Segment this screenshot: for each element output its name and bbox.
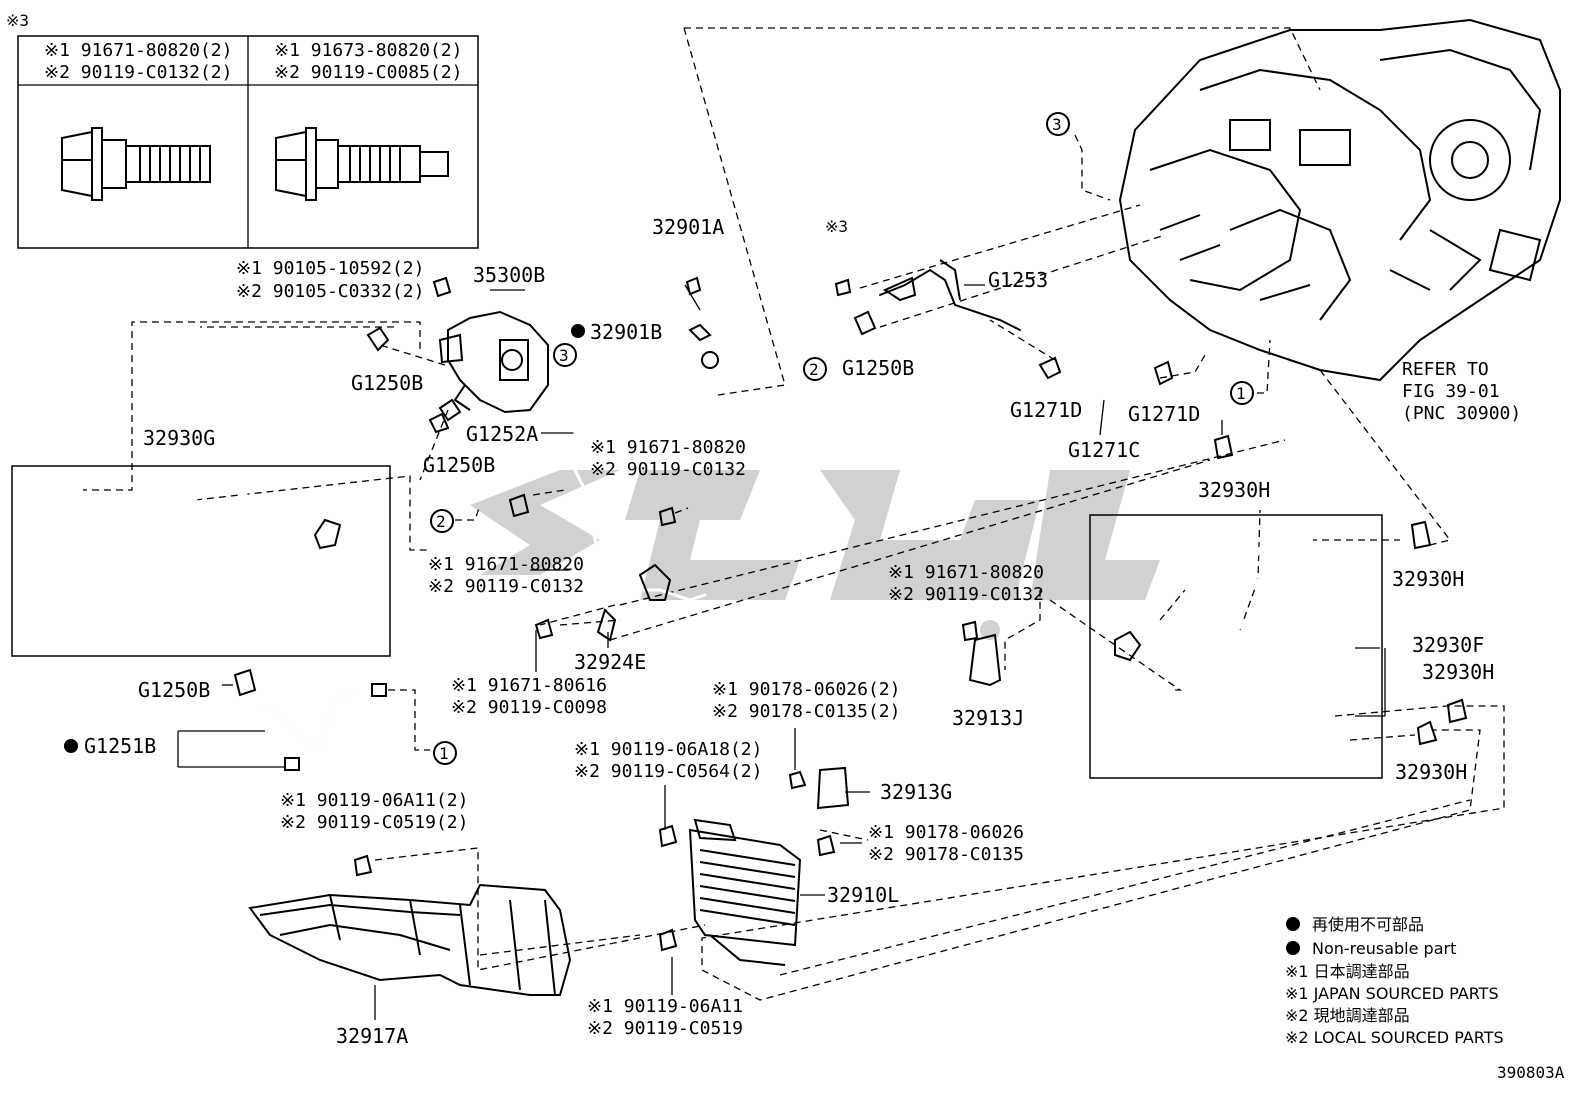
label-bolt-35300-2: ※2 90105-C0332(2) [236,281,424,302]
label-g1250b: G1250B [138,678,210,702]
label-bolt-1: ※1 90119-06A18(2) [574,739,762,760]
label-bolt-1: ※1 91671-80616 [451,675,607,696]
label-bolt-2: ※2 90119-C0564(2) [574,761,762,782]
air-duct-32917a [248,883,572,996]
circle-ref-3: 3 [553,343,577,367]
legend-local-en: ※2 LOCAL SOURCED PARTS [1285,1028,1504,1047]
circle-ref-3: 3 [1046,112,1070,136]
label-32917a: 32917A [336,1024,408,1048]
svg-text:3: 3 [1052,115,1062,134]
label-32930h: 32930H [1198,478,1270,502]
hose-set-32930g [11,465,391,657]
label-bolt-2: ※2 90119-C0132 [590,459,746,480]
svg-text:2: 2 [436,512,446,531]
small-parts [353,276,1468,952]
non-reusable-markers [64,324,1300,955]
circle-ref-2: 2 [803,357,827,381]
label-bolt-2: ※2 90119-C0519 [587,1018,743,1039]
pipe-g1253 [879,259,1174,389]
svg-text:1: 1 [439,744,449,763]
fastener-table: ※1 91671-80820(2) ※2 90119-C0132(2) ※1 9… [17,35,479,249]
label-g1271d: G1271D [1010,398,1082,422]
label-32924e: 32924E [574,650,646,674]
pipe-g1251b [233,668,387,771]
legend-nonreusable-en: Non-reusable part [1312,939,1456,958]
label-nut-2: ※2 90178-C0135 [868,844,1024,865]
label-nut-1: ※1 90178-06026(2) [712,679,900,700]
label-g1250b: G1250B [423,453,495,477]
diagram-code: 390803A [1497,1063,1565,1082]
table-col2-line2: ※2 90119-C0085(2) [274,62,462,83]
label-bolt-1: ※1 91671-80820 [888,562,1044,583]
label-bolt-35300-1: ※1 90105-10592(2) [236,258,424,279]
label-35300b: 35300B [473,263,545,287]
circle-ref-2: 2 [430,509,454,533]
transmission-assembly [1118,18,1561,382]
label-bolt-2: ※2 90119-C0519(2) [280,812,468,833]
pipe-g1252a [573,351,719,642]
table-col1-line2: ※2 90119-C0132(2) [44,62,232,83]
label-refer-3: (PNC 30900) [1402,403,1521,424]
label-bolt-2: ※2 90119-C0098 [451,697,607,718]
watermark-logo [470,470,1160,640]
hose-set-32930f [1089,514,1383,779]
note-symbol: ※3 [6,11,29,30]
label-bolt-1: ※1 91671-80820 [428,554,584,575]
circle-ref-1: 1 [1230,381,1254,405]
table-col1-line1: ※1 91671-80820(2) [44,40,232,61]
legend-local-jp: ※2 現地調達部品 [1285,1006,1410,1025]
label-g1271d: G1271D [1128,402,1200,426]
label-bolt-1: ※1 90119-06A11(2) [280,790,468,811]
label-32930g: 32930G [143,426,215,450]
svg-text:1: 1 [1236,384,1246,403]
label-note3: ※3 [825,217,848,236]
svg-text:3: 3 [559,346,569,365]
label-refer-2: FIG 39-01 [1402,381,1500,402]
table-col2-line1: ※1 91673-80820(2) [274,40,462,61]
legend: 再使用不可部品 Non-reusable part ※1 日本調達部品 ※1 J… [1285,915,1504,1047]
bolt-illustration [275,127,449,201]
label-g1250b: G1250B [842,356,914,380]
legend-nonreusable-jp: 再使用不可部品 [1312,915,1424,934]
label-bolt-2: ※2 90119-C0132 [428,576,584,597]
label-32913j: 32913J [952,706,1024,730]
legend-japan-en: ※1 JAPAN SOURCED PARTS [1285,984,1499,1003]
label-bolt-1: ※1 90119-06A11 [587,996,743,1017]
label-nut-2: ※2 90178-C0135(2) [712,701,900,722]
label-bolt-2: ※2 90119-C0132 [888,584,1044,605]
label-g1253: G1253 [988,268,1048,292]
oil-cooler-32910l [688,818,802,966]
label-g1271c: G1271C [1068,438,1140,462]
bolt-illustration [61,127,211,201]
oil-pump-35300b [432,276,549,422]
label-g1250b: G1250B [351,371,423,395]
label-refer-1: REFER TO [1402,359,1489,380]
circle-ref-1: 1 [433,741,457,765]
label-32901a: 32901A [652,215,724,239]
label-g1252a: G1252A [466,422,538,446]
label-g1251b: G1251B [84,734,156,758]
label-32930h: 32930H [1422,660,1494,684]
label-bolt-1: ※1 91671-80820 [590,437,746,458]
label-32910l: 32910L [827,883,899,907]
label-32930h: 32930H [1392,567,1464,591]
label-32901b: 32901B [590,320,662,344]
label-nut-1: ※1 90178-06026 [868,822,1024,843]
leader-lines-solid [177,284,1386,1020]
label-32930h: 32930H [1395,760,1467,784]
svg-text:2: 2 [809,360,819,379]
label-32930f: 32930F [1412,633,1484,657]
label-32913g: 32913G [880,780,952,804]
legend-japan-jp: ※1 日本調達部品 [1285,962,1410,981]
